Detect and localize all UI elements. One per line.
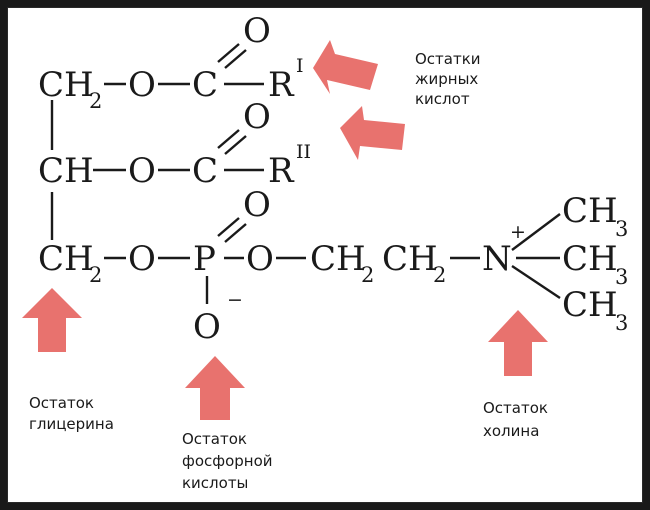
label-phosphoric-line2: фосфорной — [182, 452, 273, 470]
label-phosphoric-line3: кислоты — [182, 474, 248, 492]
row2-r-group: R — [268, 151, 295, 191]
label-choline: Остаток холина — [483, 399, 548, 440]
row3-phosphoryl-oxygen: O — [243, 185, 271, 225]
label-fatty-acids-line2: жирных — [415, 70, 478, 88]
label-glycerol-line2: глицерина — [29, 415, 114, 433]
row2-carbon: C — [192, 151, 218, 191]
row1-ch2-subscript: 2 — [89, 89, 102, 113]
methyl-3-subscript: 3 — [615, 311, 628, 335]
bond-n-me3 — [511, 265, 561, 299]
row3-ch2-a-subscript: 2 — [361, 263, 374, 287]
row3-oxygen-2: O — [246, 239, 274, 279]
bond-r1-dbl-1 — [217, 43, 240, 63]
row3-ch2-subscript: 2 — [89, 263, 102, 287]
methyl-2: CH — [562, 239, 618, 279]
methyl-2-subscript: 3 — [615, 265, 628, 289]
row3-anionic-oxygen: O — [193, 307, 221, 347]
fatty-acid-arrow-2 — [340, 106, 405, 160]
phosphoric-arrow — [185, 356, 245, 420]
row3-ch2-b-subscript: 2 — [433, 263, 446, 287]
bond-n-me1 — [511, 213, 561, 251]
bond-r1-dbl-2 — [224, 49, 247, 69]
row1-ch2: CH — [38, 65, 94, 105]
methyl-3: CH — [562, 285, 618, 325]
row3-minus-charge: − — [227, 289, 243, 311]
row3-plus-charge: + — [510, 221, 526, 243]
row2-ch: CH — [38, 151, 94, 191]
row1-r-superscript: I — [296, 55, 304, 77]
row1-carbon: C — [192, 65, 218, 105]
label-fatty-acids: Остатки жирных кислот — [415, 50, 481, 108]
label-glycerol-line1: Остаток — [29, 394, 94, 412]
bond-r2-dbl-2 — [224, 135, 247, 155]
label-glycerol: Остаток глицерина — [29, 394, 114, 433]
bond-r2-dbl-1 — [217, 129, 240, 149]
bond-r3-dbl-2 — [224, 223, 247, 243]
row3-oxygen-1: O — [128, 239, 156, 279]
row1-r-group: R — [268, 65, 295, 105]
label-choline-line1: Остаток — [483, 399, 548, 417]
label-fatty-acids-line1: Остатки — [415, 50, 481, 68]
methyl-1: CH — [562, 191, 618, 231]
row3-ch2-a: CH — [310, 239, 366, 279]
label-phosphoric-line1: Остаток — [182, 430, 247, 448]
row3-nitrogen: N — [482, 239, 512, 279]
methyl-1-subscript: 3 — [615, 217, 628, 241]
label-phosphoric: Остаток фосфорной кислоты — [182, 430, 273, 492]
row2-r-superscript: II — [296, 141, 311, 163]
diagram-panel — [7, 7, 643, 503]
choline-arrow — [488, 310, 548, 376]
row3-ch2-b: CH — [382, 239, 438, 279]
bond-r3-dbl-1 — [217, 217, 240, 237]
row3-ch2: CH — [38, 239, 94, 279]
fatty-acid-arrow-1 — [313, 40, 378, 94]
row3-phosphorus: P — [193, 239, 216, 279]
row2-oxygen: O — [128, 151, 156, 191]
row1-carbonyl-oxygen: O — [243, 11, 271, 51]
row1-oxygen: O — [128, 65, 156, 105]
label-fatty-acids-line3: кислот — [415, 90, 470, 108]
label-choline-line2: холина — [483, 422, 539, 440]
glycerol-arrow — [22, 288, 82, 352]
row2-carbonyl-oxygen: O — [243, 97, 271, 137]
